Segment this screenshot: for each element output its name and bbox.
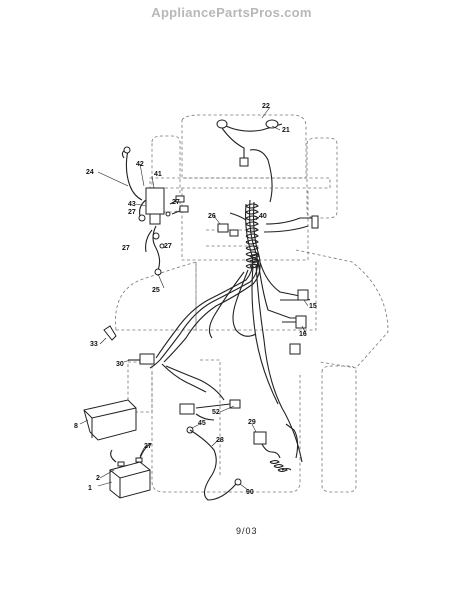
- callout-25: 25: [152, 287, 160, 294]
- callout-27-a: 27: [128, 209, 136, 216]
- tractor-chassis-outline: [115, 114, 389, 493]
- callout-41: 41: [154, 171, 162, 178]
- callout-29: 29: [248, 419, 256, 426]
- callout-1: 1: [88, 485, 92, 492]
- starter-solenoid: [179, 399, 241, 434]
- callout-42: 42: [136, 161, 144, 168]
- callout-43: 43: [128, 201, 136, 208]
- pto-connectors: [280, 215, 319, 355]
- callout-2: 2: [96, 475, 100, 482]
- callout-27-d: 27: [164, 243, 172, 250]
- callout-24: 24: [86, 169, 94, 176]
- callout-leaders: [79, 106, 309, 491]
- callout-52: 52: [212, 409, 220, 416]
- date-code: 9/03: [236, 526, 258, 536]
- ground-cable-28: [189, 429, 242, 501]
- ignition-switch-assembly: [121, 146, 189, 276]
- callout-40: 40: [259, 213, 267, 220]
- callout-28: 28: [216, 437, 224, 444]
- callout-16-a: 16: [299, 331, 307, 338]
- callout-26: 26: [208, 213, 216, 220]
- callout-27-e: 27: [144, 443, 152, 450]
- callout-8: 8: [74, 423, 78, 430]
- callout-45: 45: [198, 420, 206, 427]
- callout-30: 30: [116, 361, 124, 368]
- bracket-33: [103, 325, 117, 341]
- callout-labels: 22 21 24 42 41 43 27 27 27 27 26 40 25 1…: [74, 103, 317, 496]
- seat-switch-26: [217, 223, 239, 237]
- callout-15: 15: [309, 303, 317, 310]
- callout-27-c: 27: [122, 245, 130, 252]
- callout-33: 33: [90, 341, 98, 348]
- callout-22: 22: [262, 103, 270, 110]
- callout-21: 21: [282, 127, 290, 134]
- site-watermark: AppliancePartsPros.com: [151, 5, 312, 20]
- main-harness-bundle: [149, 149, 312, 463]
- battery-box-8: [83, 399, 137, 441]
- connector-30: [128, 353, 155, 365]
- module-29: [253, 423, 299, 473]
- battery-1: [109, 443, 151, 499]
- callout-90: 90: [246, 489, 254, 496]
- callout-27-b: 27: [172, 199, 180, 206]
- headlight-harness: [216, 119, 283, 167]
